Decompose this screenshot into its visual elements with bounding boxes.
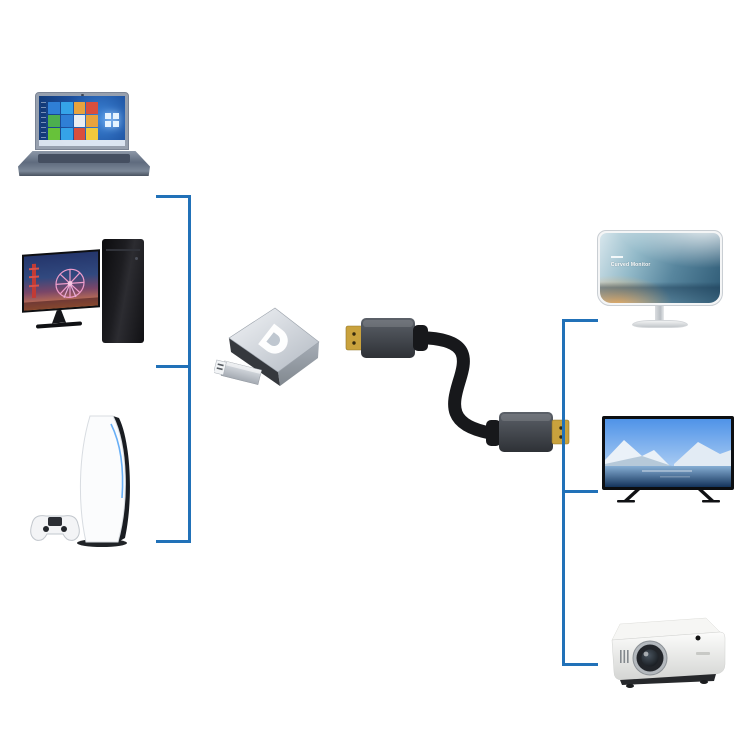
ir-sensor-dot xyxy=(695,635,701,641)
pc-tower xyxy=(102,239,144,343)
console-led xyxy=(110,423,124,499)
console-dark-edge xyxy=(113,416,130,542)
cable-wire xyxy=(421,331,497,440)
screen-label: Curved Monitor xyxy=(610,262,651,269)
tv-legs xyxy=(617,490,720,503)
game-console-icon xyxy=(30,415,130,547)
windows-start-tiles xyxy=(48,102,98,140)
monitor-stand-neck xyxy=(655,306,664,322)
right-bracket-stub-top xyxy=(562,319,598,322)
projector-lens xyxy=(632,640,668,676)
curved-monitor-display: Curved Monitor xyxy=(600,233,720,303)
pc-monitor-stand xyxy=(52,310,66,324)
projector-body xyxy=(611,631,726,681)
left-bracket-stub-bottom xyxy=(156,540,191,543)
console-body xyxy=(79,415,126,543)
start-menu-rail xyxy=(41,102,46,138)
pc-display xyxy=(24,251,98,311)
screen-brand-mark xyxy=(610,256,623,259)
displayport-logo-icon xyxy=(258,323,288,354)
hdmi-cable-icon xyxy=(345,318,570,452)
right-bracket-stub-middle xyxy=(562,490,598,493)
windows-logo-icon xyxy=(105,113,119,127)
curved-monitor-screen: Curved Monitor xyxy=(597,230,723,306)
brand-emboss xyxy=(696,652,710,655)
adapter-front-face xyxy=(229,338,280,386)
cable-plug-left xyxy=(345,318,428,358)
curved-monitor-icon: Curved Monitor xyxy=(597,230,725,330)
laptop-icon xyxy=(18,92,150,176)
desktop-pc-icon xyxy=(22,236,144,346)
taskbar xyxy=(39,140,125,146)
carnival-scene xyxy=(24,263,98,311)
projector-base xyxy=(620,674,716,685)
mini-dp-plug xyxy=(214,359,262,385)
laptop-screen xyxy=(35,92,129,150)
webcam-dot xyxy=(81,94,84,96)
water xyxy=(605,466,731,487)
mini-displayport-adapter-icon xyxy=(214,307,320,386)
pc-monitor xyxy=(22,249,100,313)
power-button-dot xyxy=(135,257,138,260)
cable-plug-right xyxy=(486,412,570,452)
projector-icon xyxy=(611,617,726,688)
drive-bay-line xyxy=(106,249,140,251)
laptop-keyboard xyxy=(37,154,131,163)
right-bracket-stub-bottom xyxy=(562,663,598,666)
tv-icon xyxy=(602,416,734,503)
left-bracket-stub-top xyxy=(156,195,191,198)
left-bracket-stub-middle xyxy=(156,365,191,368)
monitor-stand-base xyxy=(632,320,688,328)
laptop-base xyxy=(18,151,150,176)
mountains-right xyxy=(674,442,731,470)
pc-monitor-base xyxy=(36,321,82,329)
gamepad-icon xyxy=(30,515,80,541)
left-bracket-line xyxy=(188,195,191,543)
adapter-right-face xyxy=(278,342,319,386)
laptop-display xyxy=(39,96,125,146)
tv-display xyxy=(605,419,731,487)
vent-grille xyxy=(620,650,629,663)
